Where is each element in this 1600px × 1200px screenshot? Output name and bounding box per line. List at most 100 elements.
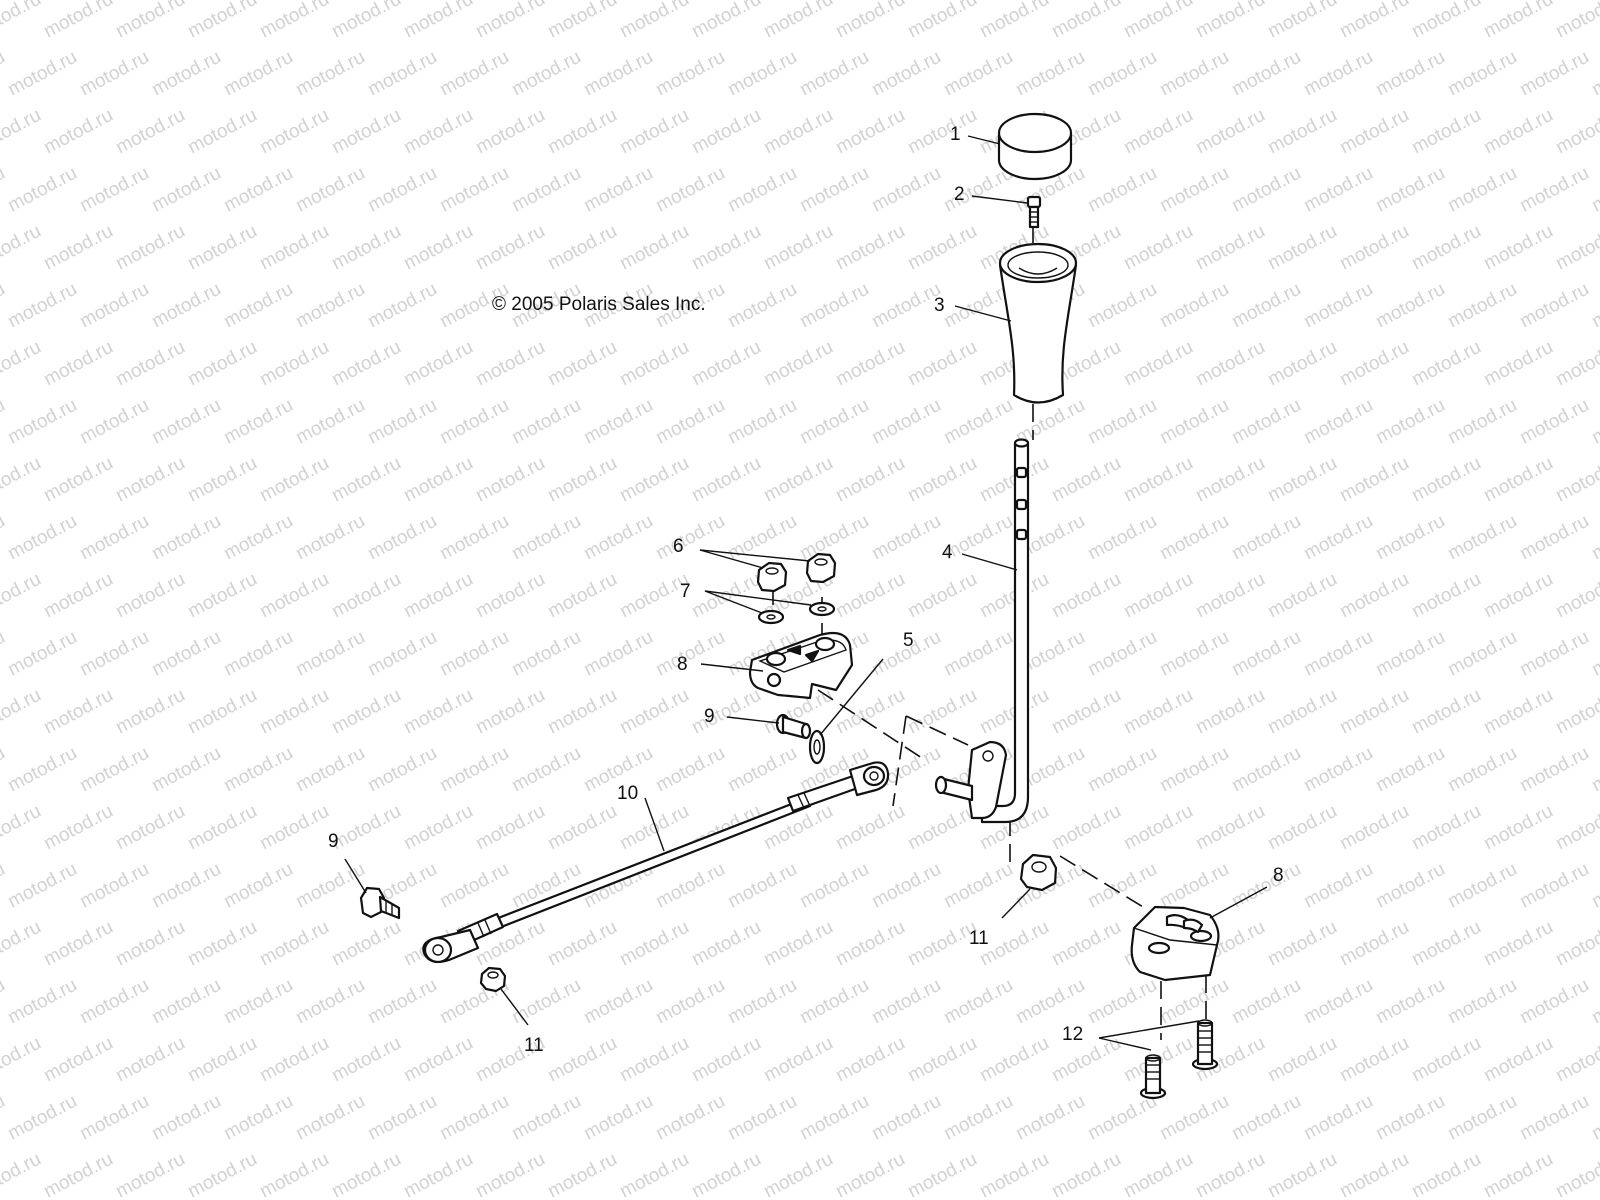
watermark-text: motod.ru <box>256 569 332 623</box>
watermark-text: motod.ru <box>220 859 296 913</box>
watermark-text: motod.ru <box>1048 685 1124 739</box>
watermark-text: motod.ru <box>472 337 548 391</box>
watermark-text: motod.ru <box>616 685 692 739</box>
watermark-text: motod.ru <box>148 511 224 565</box>
watermark-text: motod.ru <box>76 279 152 333</box>
watermark-text: motod.ru <box>1480 801 1556 855</box>
watermark-text: motod.ru <box>832 1033 908 1087</box>
watermark-text: motod.ru <box>364 743 440 797</box>
watermark-text: motod.ru <box>1408 685 1484 739</box>
watermark-text: motod.ru <box>1588 975 1600 1029</box>
watermark-text: motod.ru <box>220 627 296 681</box>
washer-7a <box>757 609 785 625</box>
watermark-text: motod.ru <box>256 0 332 42</box>
shift-knob <box>998 242 1078 404</box>
watermark-text: motod.ru <box>1192 801 1268 855</box>
watermark-text: motod.ru <box>1372 859 1448 913</box>
watermark-text: motod.ru <box>1228 511 1304 565</box>
watermark-text: motod.ru <box>0 685 45 739</box>
watermark-text: motod.ru <box>1012 1091 1088 1145</box>
watermark-text: motod.ru <box>1408 1149 1484 1200</box>
watermark-text: motod.ru <box>0 917 45 971</box>
nut-11-left <box>479 966 507 993</box>
watermark-text: motod.ru <box>328 569 404 623</box>
watermark-text: motod.ru <box>184 1149 260 1200</box>
watermark-text: motod.ru <box>0 47 9 101</box>
watermark-text: motod.ru <box>400 569 476 623</box>
watermark-text: motod.ru <box>112 453 188 507</box>
watermark-text: motod.ru <box>1084 395 1160 449</box>
watermark-text: motod.ru <box>1444 627 1520 681</box>
watermark-text: motod.ru <box>760 0 836 42</box>
callout-7: 7 <box>680 581 691 602</box>
watermark-text: motod.ru <box>796 511 872 565</box>
watermark-text: motod.ru <box>1588 279 1600 333</box>
watermark-text: motod.ru <box>220 743 296 797</box>
watermark-text: motod.ru <box>1336 1033 1412 1087</box>
watermark-text: motod.ru <box>1084 279 1160 333</box>
watermark-text: motod.ru <box>400 0 476 42</box>
watermark-text: motod.ru <box>1588 163 1600 217</box>
watermark-text: motod.ru <box>4 163 80 217</box>
watermark-text: motod.ru <box>1552 453 1600 507</box>
watermark-text: motod.ru <box>760 337 836 391</box>
watermark-text: motod.ru <box>940 1091 1016 1145</box>
watermark-text: motod.ru <box>292 395 368 449</box>
watermark-text: motod.ru <box>1336 569 1412 623</box>
watermark-text: motod.ru <box>328 801 404 855</box>
watermark-text: motod.ru <box>940 627 1016 681</box>
watermark-text: motod.ru <box>580 395 656 449</box>
watermark-text: motod.ru <box>1516 163 1592 217</box>
watermark-text: motod.ru <box>1228 47 1304 101</box>
watermark-text: motod.ru <box>580 47 656 101</box>
watermark-text: motod.ru <box>1156 511 1232 565</box>
watermark-text: motod.ru <box>1480 337 1556 391</box>
watermark-text: motod.ru <box>184 337 260 391</box>
watermark-text: motod.ru <box>256 337 332 391</box>
callout-6: 6 <box>673 536 684 557</box>
watermark-text: motod.ru <box>472 453 548 507</box>
watermark-text: motod.ru <box>688 685 764 739</box>
watermark-text: motod.ru <box>1408 801 1484 855</box>
watermark-text: motod.ru <box>724 279 800 333</box>
watermark-text: motod.ru <box>148 163 224 217</box>
watermark-text: motod.ru <box>112 221 188 275</box>
watermark-text: motod.ru <box>76 163 152 217</box>
watermark-text: motod.ru <box>1516 279 1592 333</box>
watermark-text: motod.ru <box>4 627 80 681</box>
watermark-text: motod.ru <box>832 917 908 971</box>
watermark-text: motod.ru <box>1120 0 1196 42</box>
watermark-text: motod.ru <box>1300 627 1376 681</box>
watermark-text: motod.ru <box>1444 1091 1520 1145</box>
watermark-text: motod.ru <box>1444 511 1520 565</box>
watermark-text: motod.ru <box>580 627 656 681</box>
watermark-text: motod.ru <box>1372 975 1448 1029</box>
watermark-text: motod.ru <box>1444 279 1520 333</box>
watermark-text: motod.ru <box>1372 1091 1448 1145</box>
watermark-text: motod.ru <box>508 743 584 797</box>
watermark-text: motod.ru <box>1228 859 1304 913</box>
watermark-text: motod.ru <box>1516 743 1592 797</box>
watermark-text: motod.ru <box>1552 105 1600 159</box>
watermark-text: motod.ru <box>1264 917 1340 971</box>
watermark-text: motod.ru <box>1048 0 1124 42</box>
watermark-text: motod.ru <box>0 0 45 42</box>
watermark-text: motod.ru <box>580 511 656 565</box>
watermark-text: motod.ru <box>1480 1149 1556 1200</box>
watermark-text: motod.ru <box>1156 163 1232 217</box>
watermark-text: motod.ru <box>868 511 944 565</box>
watermark-text: motod.ru <box>1372 395 1448 449</box>
watermark-text: motod.ru <box>400 1033 476 1087</box>
watermark-text: motod.ru <box>1264 801 1340 855</box>
watermark-text: motod.ru <box>4 975 80 1029</box>
watermark-text: motod.ru <box>76 395 152 449</box>
watermark-text: motod.ru <box>724 1091 800 1145</box>
watermark-text: motod.ru <box>724 859 800 913</box>
watermark-text: motod.ru <box>1516 1091 1592 1145</box>
watermark-text: motod.ru <box>1516 627 1592 681</box>
watermark-text: motod.ru <box>76 743 152 797</box>
watermark-text: motod.ru <box>1588 511 1600 565</box>
watermark-text: motod.ru <box>1228 1091 1304 1145</box>
watermark-text: motod.ru <box>1336 453 1412 507</box>
watermark-text: motod.ru <box>148 743 224 797</box>
